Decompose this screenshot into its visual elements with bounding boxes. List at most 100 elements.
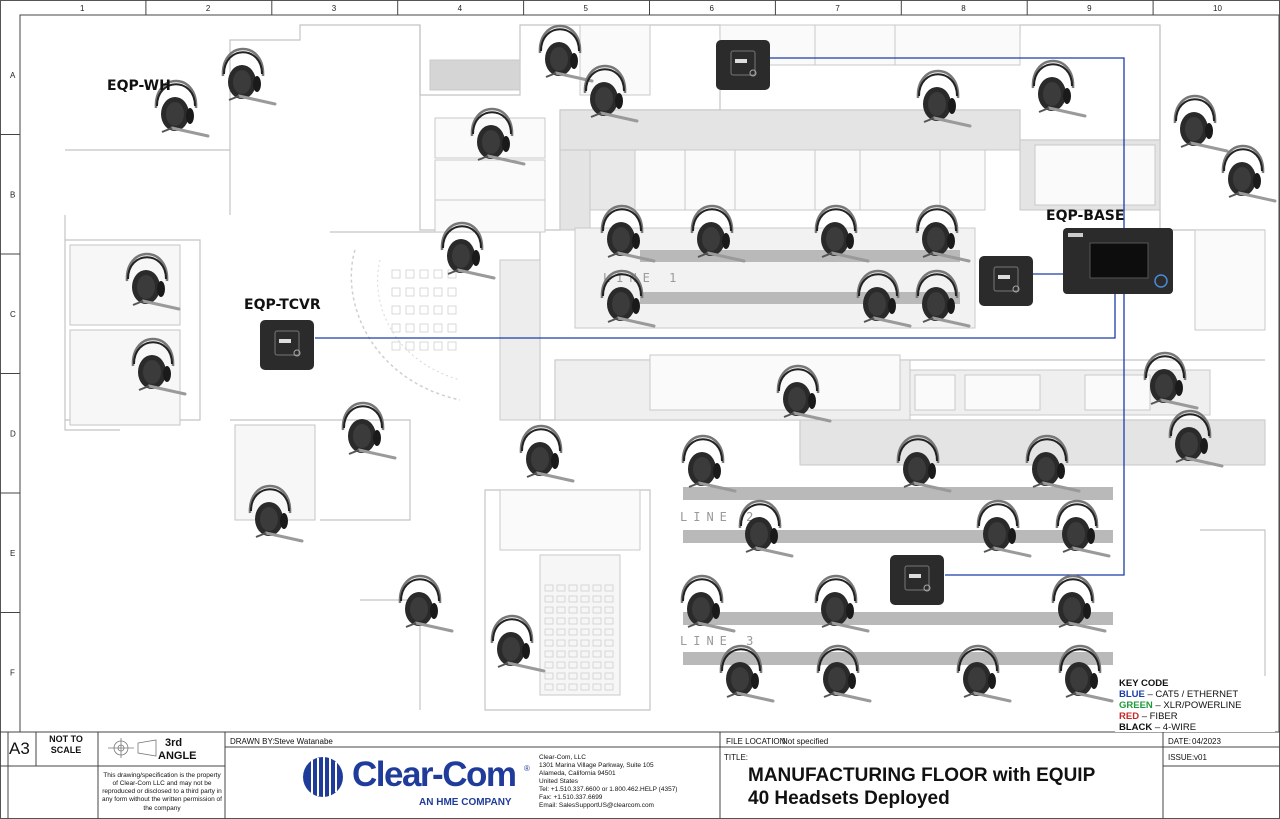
desk-shape	[556, 672, 566, 680]
grid-column-label: 7	[835, 4, 840, 13]
desk-shape	[568, 584, 578, 592]
desk-shape	[391, 287, 401, 297]
desk-shape	[592, 639, 602, 647]
desk-shape	[604, 595, 614, 603]
desk-shape	[405, 305, 415, 315]
key-item-desc: – 4-WIRE	[1152, 722, 1197, 733]
desk-shape	[556, 628, 566, 636]
desk-shape	[391, 305, 401, 315]
key-item-name: BLUE	[1119, 689, 1145, 700]
company-line: Tel: +1.510.337.6600 or 1.800.462.HELP (…	[539, 786, 678, 793]
sheet-size: A3	[9, 739, 30, 758]
desk-shape	[592, 683, 602, 691]
disclaimer: This drawing/specification is the proper…	[102, 772, 222, 812]
company-line: Email: SalesSupportUS@clearcom.com	[539, 802, 654, 809]
desk-shape	[580, 672, 590, 680]
desk-shape	[433, 269, 443, 279]
key-item-name: GREEN	[1119, 700, 1153, 711]
desk-shape	[568, 595, 578, 603]
desk-shape	[544, 639, 554, 647]
desk-shape	[419, 323, 429, 333]
desk-shape	[419, 269, 429, 279]
desk-shape	[544, 661, 554, 669]
key-item-desc: – FIBER	[1139, 711, 1178, 722]
eqp-base-label: EQP-BASE	[1046, 208, 1125, 224]
desk-shape	[580, 639, 590, 647]
desk-shape	[556, 617, 566, 625]
grid-column-label: 1	[80, 4, 85, 13]
desk-shape	[580, 650, 590, 658]
desk-shape	[391, 323, 401, 333]
desk-shape	[592, 661, 602, 669]
desk-shape	[556, 595, 566, 603]
desk-shape	[556, 639, 566, 647]
desk-shape	[447, 323, 457, 333]
desk-shape	[568, 606, 578, 614]
desk-shape	[568, 650, 578, 658]
desk-shape	[433, 323, 443, 333]
grid-column-label: 10	[1213, 4, 1222, 13]
desk-shape	[556, 683, 566, 691]
date-label: DATE:	[1168, 737, 1191, 746]
desk-shape	[568, 672, 578, 680]
grid-row-label: C	[10, 310, 16, 319]
desk-shape	[544, 606, 554, 614]
date-value: 04/2023	[1192, 737, 1221, 746]
desk-shape	[405, 341, 415, 351]
desk-shape	[604, 672, 614, 680]
desk-shape	[568, 639, 578, 647]
desk-shape	[580, 661, 590, 669]
desk-shape	[568, 617, 578, 625]
line-2-label: LINE 2	[680, 510, 759, 524]
key-code-title: KEY CODE	[1119, 678, 1169, 689]
desk-shape	[592, 606, 602, 614]
key-item-name: BLACK	[1119, 722, 1153, 733]
grid-column-label: 6	[709, 4, 714, 13]
key-item-name: RED	[1119, 711, 1140, 722]
file-location-value: Not specified	[782, 737, 829, 746]
drawing-title-line2: 40 Headsets Deployed	[748, 788, 950, 809]
key-item-black: BLACK – 4-WIRE	[1119, 722, 1271, 733]
grid-column-label: 2	[206, 4, 211, 13]
desk-shape	[604, 606, 614, 614]
grid-row-label: E	[10, 549, 15, 558]
desk-shape	[447, 287, 457, 297]
desk-shape	[580, 683, 590, 691]
desk-shape	[592, 672, 602, 680]
angle-bottom: ANGLE	[158, 750, 197, 762]
desk-shape	[592, 617, 602, 625]
desk-shape	[556, 606, 566, 614]
line-3-label: LINE 3	[680, 634, 759, 648]
desk-shape	[391, 269, 401, 279]
desk-shape	[419, 305, 429, 315]
desk-shape	[592, 584, 602, 592]
key-item-blue: BLUE – CAT5 / ETHERNET	[1119, 689, 1271, 700]
desk-shape	[419, 287, 429, 297]
desk-shape	[580, 584, 590, 592]
issue-value: v01	[1194, 753, 1207, 762]
desk-shape	[580, 617, 590, 625]
key-code-legend: KEY CODE BLUE – CAT5 / ETHERNET GREEN – …	[1115, 676, 1275, 733]
grid-column-label: 3	[332, 4, 337, 13]
registered-mark: ®	[524, 764, 530, 773]
key-item-red: RED – FIBER	[1119, 711, 1271, 722]
angle-top: 3rd	[165, 737, 183, 749]
scale-note: NOT TO SCALE	[49, 734, 83, 756]
desk-shape	[568, 661, 578, 669]
desk-shape	[580, 606, 590, 614]
drawn-by-label: DRAWN BY:	[230, 737, 275, 746]
clear-com-logo-icon	[303, 757, 343, 797]
desk-shape	[592, 628, 602, 636]
desk-shape	[604, 650, 614, 658]
desk-shape	[604, 584, 614, 592]
drawn-by-value: Steve Watanabe	[274, 737, 333, 746]
desk-shape	[405, 287, 415, 297]
desk-shape	[592, 595, 602, 603]
transceiver-device	[978, 255, 1034, 307]
desk-shape	[544, 672, 554, 680]
desk-shape	[592, 650, 602, 658]
grid-row-label: A	[10, 71, 16, 80]
desk-shape	[604, 617, 614, 625]
key-item-desc: – XLR/POWERLINE	[1152, 700, 1242, 711]
